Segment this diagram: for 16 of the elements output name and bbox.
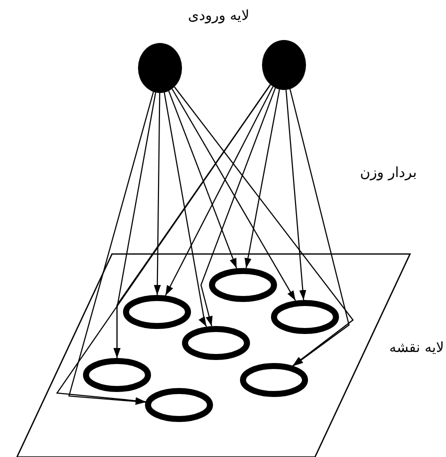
layer-label: لایه نقشه — [389, 340, 444, 356]
arrow — [164, 86, 274, 296]
arrow — [174, 86, 354, 366]
arrow — [200, 88, 276, 326]
arrow — [286, 90, 306, 300]
arrow — [164, 92, 208, 327]
arrow — [244, 89, 280, 268]
layer-label: لایه ورودی — [188, 8, 250, 24]
arrow — [114, 84, 271, 358]
layer-label: بردار وزن — [360, 165, 417, 181]
arrow — [168, 90, 238, 268]
arrow — [68, 92, 154, 405]
arrow — [154, 93, 161, 295]
arrow — [56, 84, 271, 404]
arrow — [172, 88, 296, 301]
arrow — [289, 88, 350, 366]
